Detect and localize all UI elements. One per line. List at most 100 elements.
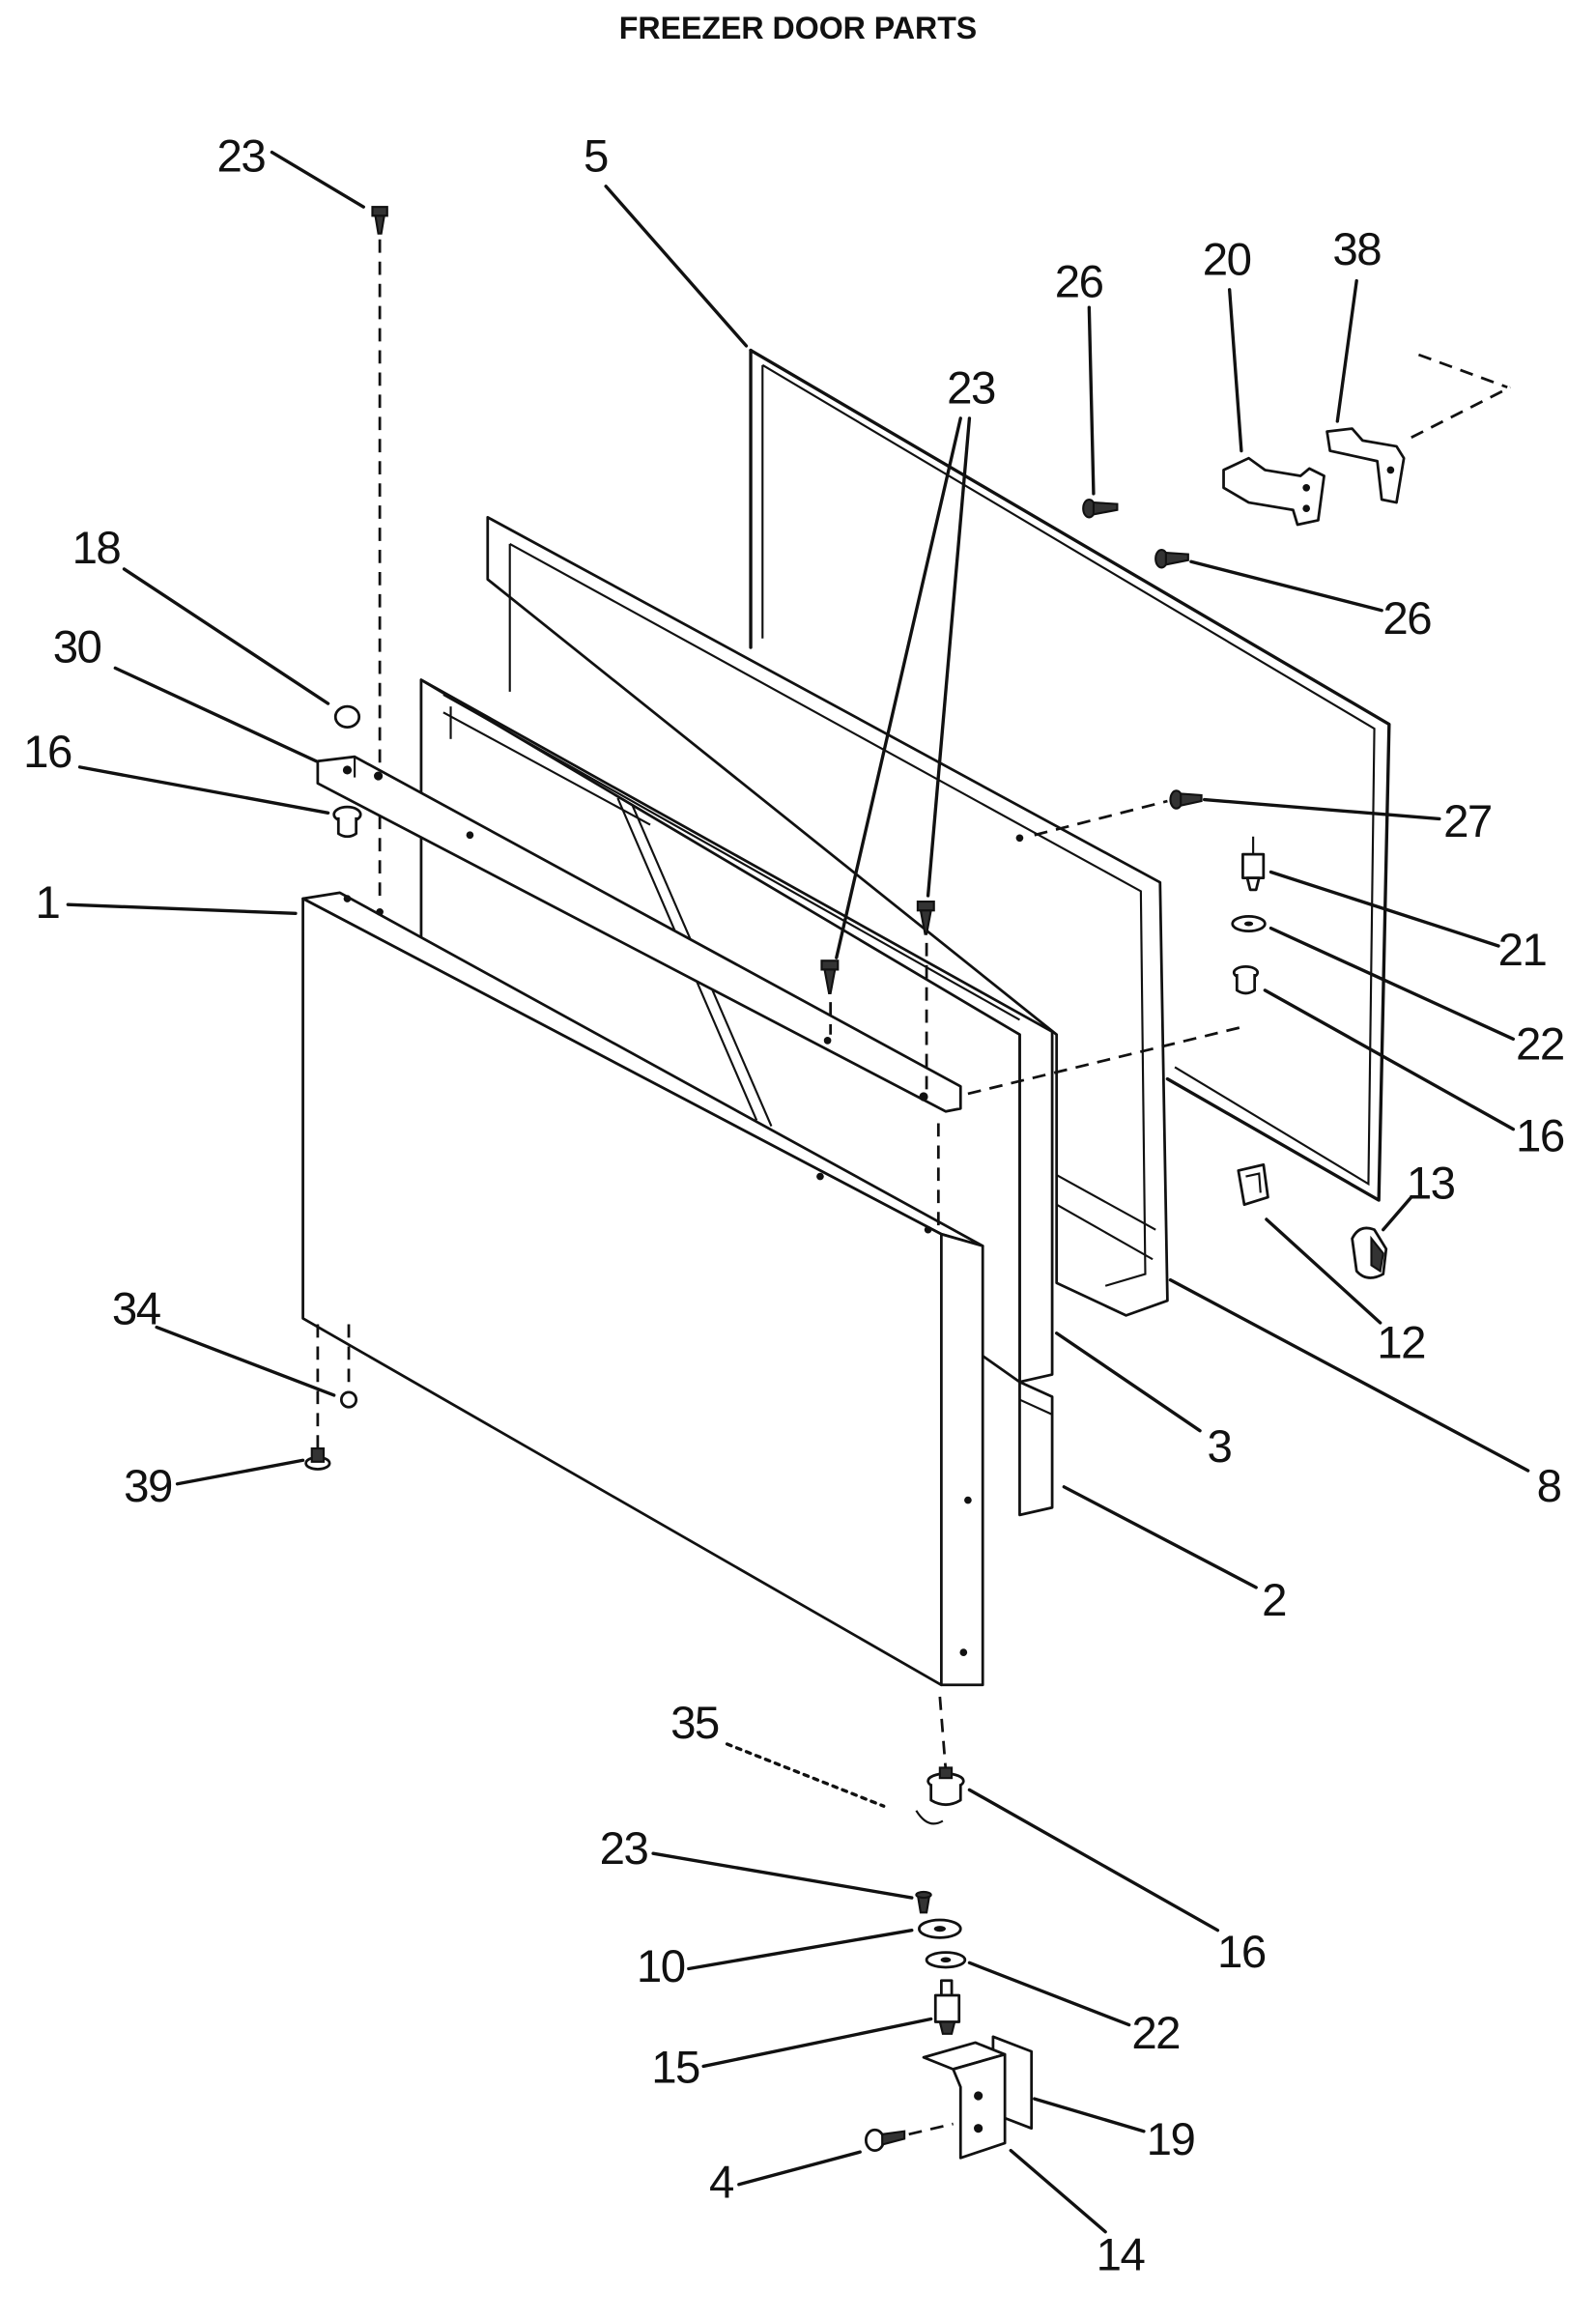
leader-14 [1009,2148,1107,2234]
callout-18: 18 [72,523,121,574]
leader-2 [1062,1485,1258,1589]
part-14-hinge-bracket [922,2041,1007,2160]
part-26-screw-lower [1154,548,1189,569]
callout-labels: 23 5 26 20 38 23 18 30 16 26 27 1 21 22 … [23,130,1565,2281]
axis-hinge-plate-2 [1417,353,1508,389]
part-35-spacer [915,1810,944,1825]
callout-2: 2 [1262,1575,1286,1626]
leader-1 [66,902,298,915]
leader-lines [66,150,1530,2234]
part-23-top-screw [371,206,388,235]
part-22-washer-bottom [925,1951,967,1969]
part-16-bushing-right [1232,965,1260,995]
leader-30 [113,666,319,763]
leader-4 [737,2150,862,2187]
callout-23-bottom: 23 [600,1823,648,1875]
callout-1: 1 [36,877,60,929]
part-23-middle-screws [820,901,935,994]
callout-4: 4 [709,2158,733,2209]
leader-23-middle-right [926,416,972,898]
part-23-bottom-screw [915,1890,932,1914]
part-12-clip [1237,1162,1269,1207]
leader-16-bottom [967,1788,1220,1932]
part-5-gasket [749,348,1391,1202]
part-27-screw [1169,789,1203,810]
leader-35 [725,1742,886,1808]
part-21-hinge-pin [1241,836,1266,892]
part-16-bushing-bottom [926,1766,965,1807]
leader-21 [1268,870,1500,948]
part-22-washer-right [1231,914,1267,933]
leader-3 [1055,1331,1202,1433]
part-4-screw [864,2128,906,2152]
callout-35: 35 [670,1698,719,1749]
callout-26-upper: 26 [1055,256,1103,307]
axis-hinge-plate [1411,386,1511,440]
callout-10: 10 [637,1941,685,1992]
leader-22-bottom [967,1961,1131,2027]
part-39-screw [304,1446,331,1471]
leader-5 [604,185,749,348]
callout-16-bottom: 16 [1217,1927,1266,1978]
axis-screw-27 [1034,799,1168,837]
part-30-rail-bar [316,755,962,1113]
part-10-washer [918,1918,962,1939]
callout-20: 20 [1203,235,1251,286]
part-16-bushing-top [332,805,362,839]
leader-12 [1265,1217,1382,1325]
callout-23-top: 23 [216,130,265,182]
leader-8 [1168,1277,1530,1473]
part-20-hinge-bracket [1222,456,1325,527]
diagram-title: FREEZER DOOR PARTS [619,11,977,45]
part-15-hinge-pin [933,1979,961,2035]
part-18-cap [333,704,361,729]
leader-26-lower [1189,559,1383,613]
leader-19 [1033,2097,1146,2133]
callout-23-middle: 23 [947,363,995,415]
leader-16-top [77,765,330,815]
leader-26-upper [1087,305,1096,496]
callout-30: 30 [53,621,101,673]
leader-23-bottom [651,1851,914,1900]
leader-34 [155,1325,336,1397]
callout-26-lower: 26 [1382,593,1431,644]
leader-18 [122,567,330,705]
callout-22-bottom: 22 [1131,2008,1180,2059]
leader-20 [1227,288,1243,453]
callout-21: 21 [1498,925,1547,976]
callout-27: 27 [1443,796,1492,847]
part-34-bumper [339,1390,358,1409]
callout-3: 3 [1208,1421,1232,1473]
leader-10 [687,1929,914,1971]
callout-39: 39 [124,1461,172,1512]
callout-16-top: 16 [23,727,71,778]
part-1-outer-door [301,891,984,1687]
part-26-screw-upper [1082,498,1119,519]
callout-16-right: 16 [1516,1111,1564,1162]
part-8-door-liner [486,515,1169,1317]
axis-part-4 [908,2122,954,2136]
axis-bottom-hinge [938,1696,948,1771]
part-38-hinge-plate [1325,427,1406,504]
callout-12: 12 [1377,1318,1425,1369]
callout-13: 13 [1407,1159,1455,1210]
leader-27 [1202,797,1441,821]
callout-19: 19 [1147,2114,1195,2165]
callout-8: 8 [1537,1461,1561,1512]
leader-16-right [1263,988,1516,1131]
leader-15 [701,2017,933,2069]
leader-23-top [270,150,365,209]
leader-38 [1335,278,1358,423]
leader-23-middle-left [835,416,962,959]
part-13-cap [1351,1226,1388,1279]
leader-22-right [1268,926,1516,1042]
callout-5: 5 [584,130,608,182]
leader-39 [175,1458,305,1486]
callout-22-right: 22 [1516,1019,1564,1071]
callout-15: 15 [651,2042,699,2093]
axis-right-hinge [967,1025,1242,1096]
leader-13 [1382,1195,1413,1232]
callout-34: 34 [112,1284,160,1335]
callout-14: 14 [1097,2230,1145,2281]
